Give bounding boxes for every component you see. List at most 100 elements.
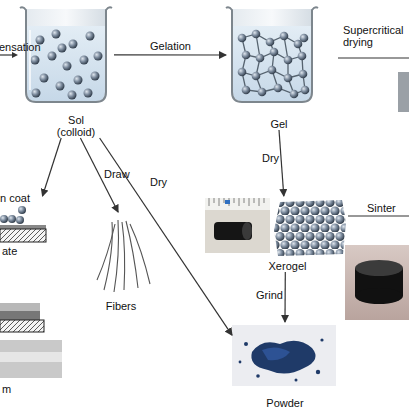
stage-node: m <box>0 296 60 395</box>
film-illustration <box>0 303 62 378</box>
fiber <box>97 224 115 280</box>
particle <box>301 86 310 95</box>
particle <box>40 74 49 83</box>
edge-label: Dry <box>262 152 279 164</box>
particle <box>238 68 247 77</box>
beaker-liquid <box>233 26 311 101</box>
process-arrow <box>114 54 226 55</box>
stage-label: Xerogel <box>269 260 307 272</box>
stage-node: Sol (colloid) <box>18 4 114 138</box>
sol-particles <box>31 30 103 100</box>
stage-node: Xerogel <box>250 196 325 272</box>
particle <box>80 56 89 65</box>
powder-grain <box>239 361 242 364</box>
sintered-pellet-photo <box>345 245 409 320</box>
particle <box>18 206 26 214</box>
stage-label: Powder <box>266 397 303 409</box>
particle <box>299 70 308 79</box>
particle <box>86 32 95 41</box>
process-arrow <box>284 272 285 322</box>
gel-particles <box>238 30 310 99</box>
particle <box>274 84 283 93</box>
process-label: Sinter <box>367 202 396 214</box>
beaker-outline <box>20 7 112 102</box>
stage-node: Gel <box>226 4 332 130</box>
particle <box>256 54 265 63</box>
particle <box>58 44 67 53</box>
particle <box>284 56 293 65</box>
particle <box>84 89 93 98</box>
particle <box>94 52 103 61</box>
powder-grain <box>256 374 260 378</box>
edge-label: Dry <box>150 176 167 188</box>
beaker-highlight <box>29 30 31 90</box>
process-line <box>348 215 409 216</box>
pellet-top <box>355 260 403 276</box>
pellet-bottom <box>355 288 403 304</box>
edge-label: Gelation <box>150 40 191 52</box>
particle <box>290 90 299 99</box>
stage-label: Gel <box>270 118 287 130</box>
particle <box>280 32 289 41</box>
particle <box>48 52 57 61</box>
beaker-glass <box>232 9 312 102</box>
process-arrow <box>0 54 14 55</box>
powder-heap <box>251 341 315 374</box>
coating-layer <box>0 225 46 229</box>
film-photo <box>0 340 62 378</box>
pellet-face <box>242 222 252 240</box>
stage-node: Powder <box>232 322 338 409</box>
particle <box>16 216 24 224</box>
particle <box>258 88 267 97</box>
particle <box>242 86 251 95</box>
powder-highlight <box>262 347 290 360</box>
fiber <box>114 220 119 292</box>
particle <box>266 38 275 47</box>
particle <box>242 51 251 60</box>
gel-network <box>242 34 305 94</box>
particle <box>298 52 307 61</box>
film-photo-strip <box>0 352 62 362</box>
particle <box>0 215 8 223</box>
stage-label: ate <box>2 245 17 257</box>
ruler <box>205 198 270 210</box>
gel-beaker <box>226 7 318 102</box>
powder-photo <box>232 325 336 386</box>
aerogel-photo-edge <box>398 72 409 112</box>
particle <box>252 72 261 81</box>
particle <box>91 72 100 81</box>
ruler-ticks <box>209 198 264 206</box>
coating-illustration <box>0 206 46 242</box>
photo-background <box>232 325 336 386</box>
particle <box>284 74 293 83</box>
beaker-glass <box>26 9 106 102</box>
particle <box>31 56 40 65</box>
process-label: ensation <box>0 41 41 53</box>
edge-label: Draw <box>104 168 130 180</box>
substrate-slab <box>0 229 46 242</box>
fiber <box>130 224 150 284</box>
xerogel-pellet <box>214 222 252 240</box>
fiber <box>104 222 112 290</box>
film-layer <box>0 311 40 320</box>
edge-label: n coat <box>0 192 30 204</box>
stage-label: Fibers <box>106 300 137 312</box>
particle <box>56 82 65 91</box>
powder-grain <box>244 342 248 346</box>
stage-label: Sol (colloid) <box>50 114 102 138</box>
powder-grain <box>295 379 298 382</box>
process-arrow <box>100 138 232 335</box>
powder-grain <box>320 338 323 341</box>
fiber <box>126 221 138 288</box>
photo-background <box>345 245 409 320</box>
sol-beaker <box>20 7 112 102</box>
substrate-slab <box>0 320 44 332</box>
photo-background <box>205 198 270 253</box>
beaker-outline <box>226 7 318 102</box>
edge-label: Grind <box>256 289 283 301</box>
xerogel-photo <box>205 198 270 253</box>
particle <box>252 30 261 39</box>
